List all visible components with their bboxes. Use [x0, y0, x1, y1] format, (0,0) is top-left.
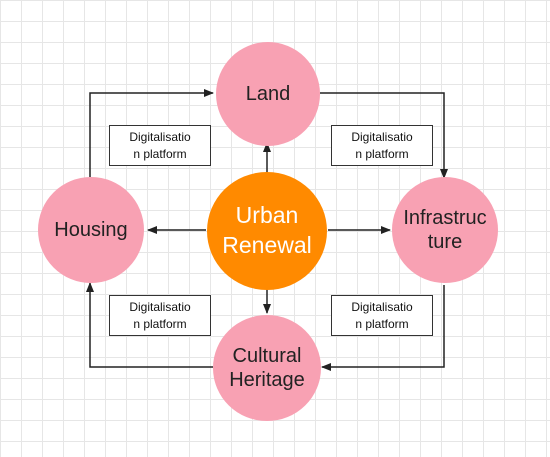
arrow-cultural-heritage-to-housing — [86, 282, 213, 368]
node-housing: Housing — [38, 177, 144, 283]
arrow-infrastructure-to-cultural-heritage — [321, 285, 445, 371]
platform-label-text: Digitalisatio n platform — [129, 130, 191, 161]
node-cultural-heritage-label: Cultural Heritage — [229, 344, 305, 391]
node-urban-renewal: Urban Renewal — [207, 172, 327, 290]
node-housing-label: Housing — [54, 218, 128, 241]
arrow-land-to-infrastructure — [320, 92, 448, 179]
platform-label-top-left: Digitalisatio n platform — [109, 125, 211, 166]
platform-label-text: Digitalisatio n platform — [351, 130, 413, 161]
node-infrastructure-label: Infrastruc ture — [403, 206, 487, 253]
node-cultural-heritage: Cultural Heritage — [213, 315, 321, 421]
platform-label-text: Digitalisatio n platform — [351, 300, 413, 331]
platform-label-top-right: Digitalisatio n platform — [331, 125, 433, 166]
arrow-housing-to-land — [89, 89, 214, 177]
platform-label-bottom-right: Digitalisatio n platform — [331, 295, 433, 336]
node-urban-renewal-label: Urban Renewal — [222, 202, 312, 258]
node-land-label: Land — [245, 82, 291, 105]
node-infrastructure: Infrastruc ture — [392, 177, 498, 283]
platform-label-bottom-left: Digitalisatio n platform — [109, 295, 211, 336]
platform-label-text: Digitalisatio n platform — [129, 300, 191, 331]
node-land: Land — [216, 42, 320, 146]
